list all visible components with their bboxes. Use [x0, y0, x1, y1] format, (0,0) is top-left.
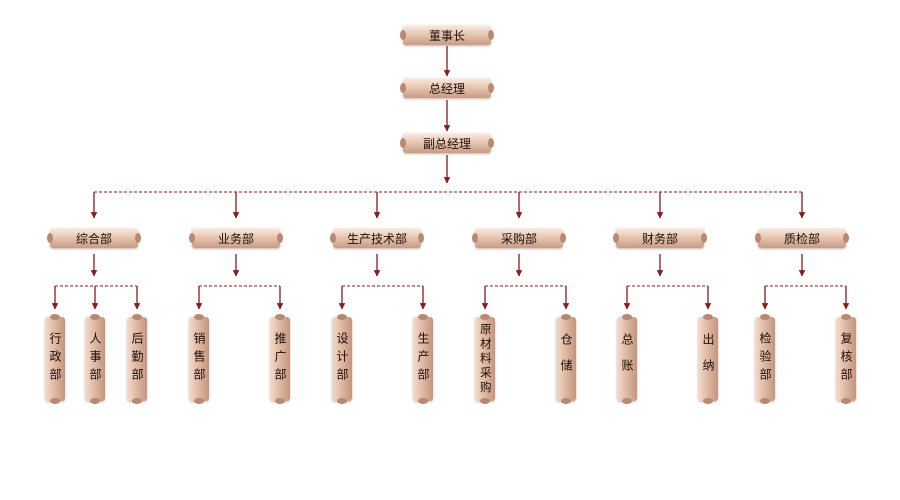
dept-business: 业务部 [189, 228, 283, 248]
chairman-box: 董事长 [400, 25, 494, 45]
dept-label: 财务部 [641, 231, 678, 246]
sub-dept-label: 销售部 [192, 332, 206, 386]
sub-dept-hr: 人事部 [85, 314, 105, 404]
deputy-general-manager-label: 副总经理 [422, 136, 471, 151]
sub-dept-label: 出纳 [701, 333, 715, 385]
sub-dept-general-ledger: 总账 [617, 314, 637, 404]
dept-label: 综合部 [75, 231, 112, 246]
dept-general-affairs: 综合部 [47, 228, 141, 248]
sub-dept-label: 原材料采购 [478, 322, 493, 396]
dept-label: 采购部 [500, 231, 537, 246]
sub-dept-label: 复核部 [839, 332, 853, 386]
sub-dept-warehousing: 仓储 [556, 314, 576, 404]
dept-production-tech: 生产技术部 [330, 228, 424, 248]
sub-dept-review: 复核部 [836, 314, 856, 404]
sub-dept-promotion: 推广部 [270, 314, 290, 404]
sub-dept-label: 检验部 [758, 332, 772, 386]
dept-quality: 质检部 [755, 228, 849, 248]
sub-dept-cashier: 出纳 [698, 314, 718, 404]
sub-dept-inspection: 检验部 [755, 314, 775, 404]
sub-dept-design: 设计部 [332, 314, 352, 404]
dept-label: 生产技术部 [346, 231, 407, 246]
sub-dept-label: 人事部 [88, 332, 102, 386]
dept-procurement: 采购部 [472, 228, 566, 248]
sub-dept-label: 生产部 [416, 332, 430, 386]
dept-label: 业务部 [217, 231, 254, 246]
general-manager-box: 总经理 [400, 78, 494, 98]
sub-dept-raw-material-procurement: 原材料采购 [475, 314, 495, 404]
sub-dept-label: 设计部 [335, 332, 349, 386]
sub-dept-production: 生产部 [413, 314, 433, 404]
dept-label: 质检部 [783, 231, 820, 246]
dept-finance: 财务部 [613, 228, 707, 248]
sub-dept-label: 后勤部 [130, 332, 144, 386]
sub-dept-admin: 行政部 [45, 314, 65, 404]
deputy-general-manager-box: 副总经理 [400, 133, 494, 153]
sub-dept-label: 总账 [620, 333, 634, 385]
chairman-label: 董事长 [428, 28, 465, 43]
sub-dept-label: 行政部 [48, 332, 62, 386]
sub-dept-logistics: 后勤部 [127, 314, 147, 404]
sub-dept-sales: 销售部 [189, 314, 209, 404]
sub-dept-label: 仓储 [559, 333, 573, 385]
general-manager-label: 总经理 [428, 81, 465, 96]
sub-dept-label: 推广部 [273, 332, 287, 386]
